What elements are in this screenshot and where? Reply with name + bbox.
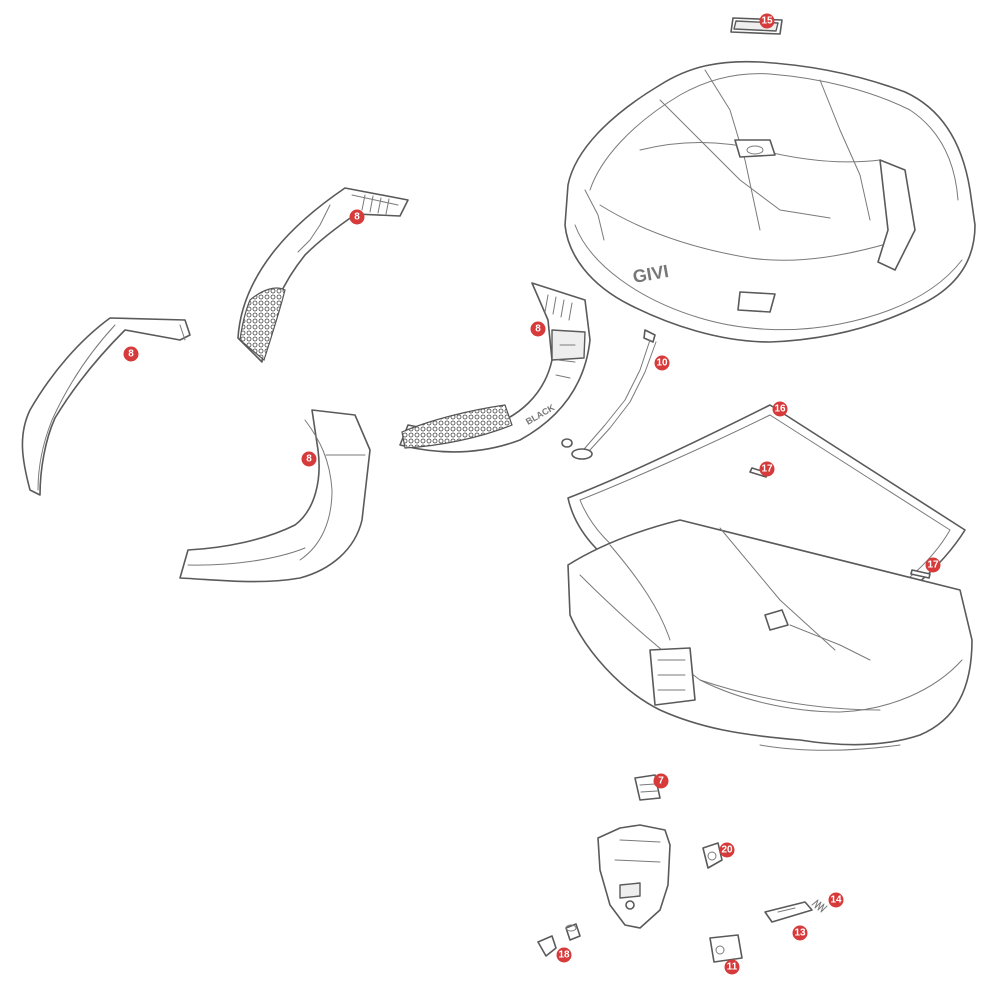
callout-10: 10	[654, 355, 670, 371]
part-14-spring	[811, 899, 828, 913]
callout-20: 20	[719, 842, 735, 858]
svg-text:20: 20	[721, 845, 733, 856]
part-20-lock-cylinder	[702, 842, 723, 869]
svg-text:14: 14	[830, 895, 842, 906]
callout-13: 13	[792, 925, 808, 941]
svg-text:8: 8	[128, 349, 134, 360]
callout-18: 18	[556, 947, 572, 963]
callout-8-upper-reflector: 8	[349, 209, 365, 225]
callout-8-left-trim: 8	[123, 346, 139, 362]
left-side-trim	[21, 317, 191, 496]
svg-text:13: 13	[794, 928, 806, 939]
svg-text:10: 10	[656, 358, 668, 369]
callout-7: 7	[653, 773, 669, 789]
svg-text:8: 8	[306, 454, 312, 465]
svg-text:8: 8	[535, 324, 541, 335]
part-18-key-parts	[537, 923, 581, 957]
lower-side-trim	[179, 409, 371, 583]
svg-text:7: 7	[658, 776, 664, 787]
svg-text:16: 16	[774, 404, 786, 415]
part-11-latch	[709, 934, 743, 963]
callout-8-lower-trim: 8	[301, 451, 317, 467]
callout-16: 16	[772, 401, 788, 417]
callout-11: 11	[724, 959, 740, 975]
case-lid: GIVI	[564, 60, 976, 343]
black-mesh-reflector: BLACK	[399, 282, 591, 453]
callout-14: 14	[828, 892, 844, 908]
lid-strap	[561, 329, 657, 460]
svg-text:17: 17	[761, 464, 773, 475]
svg-text:17: 17	[927, 560, 939, 571]
callout-17-lower: 17	[925, 557, 941, 573]
upper-reflector-panel	[237, 187, 409, 363]
svg-text:11: 11	[727, 962, 738, 973]
lock-housing	[597, 824, 671, 929]
case-base	[567, 519, 973, 751]
svg-text:15: 15	[761, 16, 773, 27]
svg-text:8: 8	[354, 212, 360, 223]
svg-text:18: 18	[558, 950, 570, 961]
part-13-latch-plate	[764, 901, 813, 923]
callout-17-upper: 17	[759, 461, 775, 477]
callout-15: 15	[759, 13, 775, 29]
callout-8-mesh-reflector: 8	[530, 321, 546, 337]
